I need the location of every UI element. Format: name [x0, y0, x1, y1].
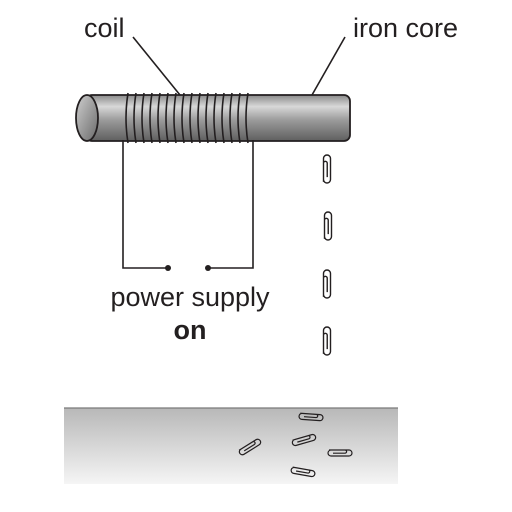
coil-leader-line [132, 36, 181, 96]
paperclip-icon [322, 325, 332, 357]
terminal-right [205, 265, 211, 271]
iron-core [75, 94, 351, 142]
core-leader-line [311, 36, 346, 96]
terminal-left [165, 265, 171, 271]
power-supply-label: power supply [110, 282, 270, 312]
hanging-paperclip-chain [322, 153, 333, 357]
iron-core-label: iron core [353, 13, 458, 43]
paperclip-icon [322, 268, 332, 300]
coil-label: coil [84, 13, 125, 43]
table-surface [64, 407, 398, 484]
coil-windings [125, 92, 249, 144]
circuit-wires [122, 140, 254, 269]
power-state-label: on [174, 315, 207, 345]
paperclip-icon [323, 210, 333, 242]
paperclip-icon [322, 153, 332, 185]
core-end-face [75, 94, 99, 142]
